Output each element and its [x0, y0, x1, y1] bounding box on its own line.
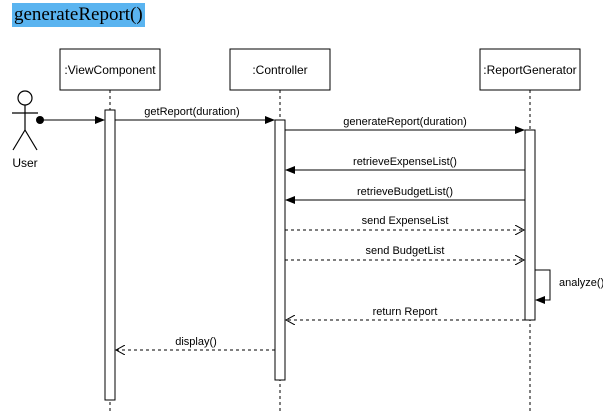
message-label-send-expense-list: send ExpenseList: [362, 215, 449, 227]
message-label-return-report: return Report: [373, 306, 438, 318]
activation-controller: [274, 119, 286, 381]
message-label-retrieve-expense-list: retrieveExpenseList(): [353, 156, 457, 168]
message-label-get-report: getReport(duration): [144, 106, 239, 118]
lifeline-view-component: :ViewComponent: [59, 48, 161, 411]
actor-left-leg: [12, 129, 26, 151]
lifeline-head-controller: [229, 48, 331, 91]
lifeline-report-generator: :ReportGenerator: [479, 48, 581, 411]
message-return-report: return Report: [286, 306, 525, 320]
activation-view: [104, 109, 116, 401]
message-label-retrieve-budget-list: retrieveBudgetList(): [357, 186, 453, 198]
diagram-title: generateReport(): [12, 3, 145, 27]
lifeline-label-view: :ViewComponent: [64, 63, 156, 77]
message-analyze: analyze(): [535, 269, 603, 304]
message-get-report: [36, 116, 105, 124]
lifeline-label-generator: :ReportGenerator: [483, 63, 576, 77]
message-label-display: display(): [175, 336, 217, 348]
self-call-arrow: [535, 269, 551, 304]
message-display: display(): [116, 336, 275, 350]
message-send-budget-list: send BudgetList: [285, 245, 524, 260]
message-get-report-2: getReport(duration): [115, 106, 275, 124]
lifeline-label-controller: :Controller: [252, 63, 307, 77]
actor-right-leg: [24, 129, 38, 151]
message-label-send-budget-list: send BudgetList: [366, 245, 445, 257]
message-generate-report: generateReport(duration): [285, 116, 525, 134]
message-retrieve-expense-list: retrieveExpenseList(): [285, 156, 525, 174]
message-send-expense-list: send ExpenseList: [285, 215, 524, 230]
actor-label: User: [12, 156, 37, 170]
message-label-analyze: analyze(): [559, 277, 603, 289]
activation-generator: [524, 129, 536, 321]
user-actor: User: [12, 90, 38, 170]
message-retrieve-budget-list: retrieveBudgetList(): [285, 186, 525, 204]
lifeline-controller: :Controller: [229, 48, 331, 411]
message-label-generate-report: generateReport(duration): [343, 116, 467, 128]
lifeline-head-view: [59, 48, 161, 91]
actor-head: [17, 90, 33, 106]
